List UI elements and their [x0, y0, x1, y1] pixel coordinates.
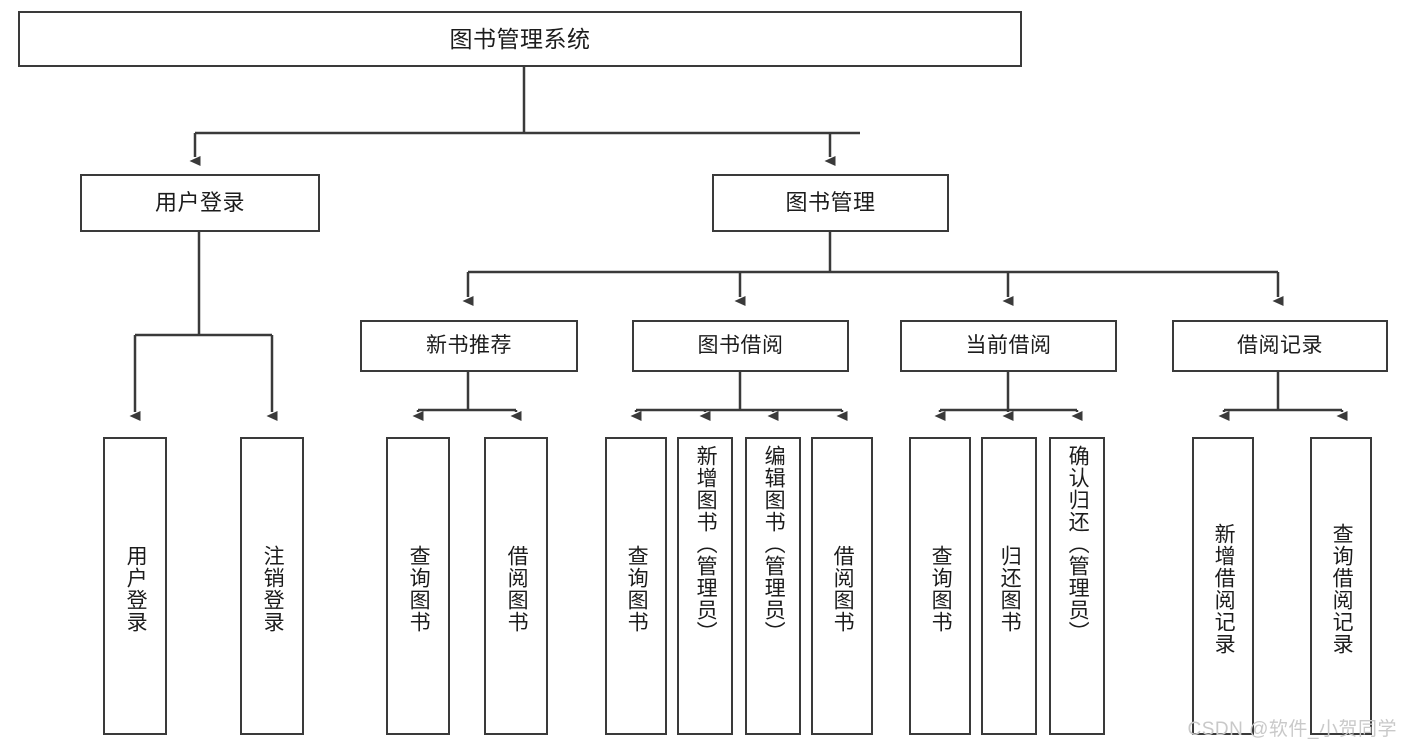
node-label: 新增图书（管理员）: [694, 445, 718, 643]
node-label: 编辑图书（管理员）: [762, 445, 786, 643]
leaf-borrow-edit-book-admin[interactable]: 编辑图书（管理员）: [745, 437, 801, 735]
node-label: 用户登录: [124, 545, 148, 633]
watermark: CSDN @软件_小贺同学: [1187, 719, 1397, 740]
node-label: 借阅图书: [505, 545, 529, 633]
node-label: 查询图书: [407, 545, 431, 633]
leaf-borrow-borrow-book[interactable]: 借阅图书: [811, 437, 873, 735]
node-label: 图书管理系统: [449, 25, 591, 52]
node-borrow-record[interactable]: 借阅记录: [1172, 320, 1388, 372]
leaf-borrow-query-book[interactable]: 查询图书: [605, 437, 667, 735]
leaf-recommend-query-book[interactable]: 查询图书: [386, 437, 450, 735]
node-label: 借阅图书: [831, 545, 855, 633]
node-book-management[interactable]: 图书管理: [712, 174, 949, 232]
node-label: 查询图书: [929, 545, 953, 633]
node-label: 图书管理: [785, 189, 876, 215]
leaf-user-login[interactable]: 用户登录: [103, 437, 167, 735]
node-root-system[interactable]: 图书管理系统: [18, 11, 1022, 67]
node-label: 注销登录: [261, 545, 285, 633]
node-label: 新增借阅记录: [1212, 523, 1236, 655]
node-label: 图书借阅: [697, 334, 784, 358]
node-label: 借阅记录: [1237, 334, 1323, 358]
node-label: 归还图书: [998, 545, 1022, 633]
node-label: 查询图书: [625, 545, 649, 633]
leaf-current-return-book[interactable]: 归还图书: [981, 437, 1037, 735]
node-label: 查询借阅记录: [1330, 523, 1354, 655]
node-book-borrow[interactable]: 图书借阅: [632, 320, 849, 372]
node-label: 确认归还（管理员）: [1066, 445, 1090, 643]
leaf-user-logout[interactable]: 注销登录: [240, 437, 304, 735]
node-label: 新书推荐: [426, 334, 512, 358]
leaf-record-add-borrow-record[interactable]: 新增借阅记录: [1192, 437, 1254, 735]
node-label: 当前借阅: [965, 334, 1052, 358]
node-user-login[interactable]: 用户登录: [80, 174, 320, 232]
leaf-recommend-borrow-book[interactable]: 借阅图书: [484, 437, 548, 735]
leaf-current-query-book[interactable]: 查询图书: [909, 437, 971, 735]
leaf-borrow-add-book-admin[interactable]: 新增图书（管理员）: [677, 437, 733, 735]
leaf-current-confirm-return-admin[interactable]: 确认归还（管理员）: [1049, 437, 1105, 735]
leaf-record-query-borrow-record[interactable]: 查询借阅记录: [1310, 437, 1372, 735]
node-label: 用户登录: [154, 189, 245, 215]
node-new-book-recommend[interactable]: 新书推荐: [360, 320, 578, 372]
node-current-borrow[interactable]: 当前借阅: [900, 320, 1117, 372]
